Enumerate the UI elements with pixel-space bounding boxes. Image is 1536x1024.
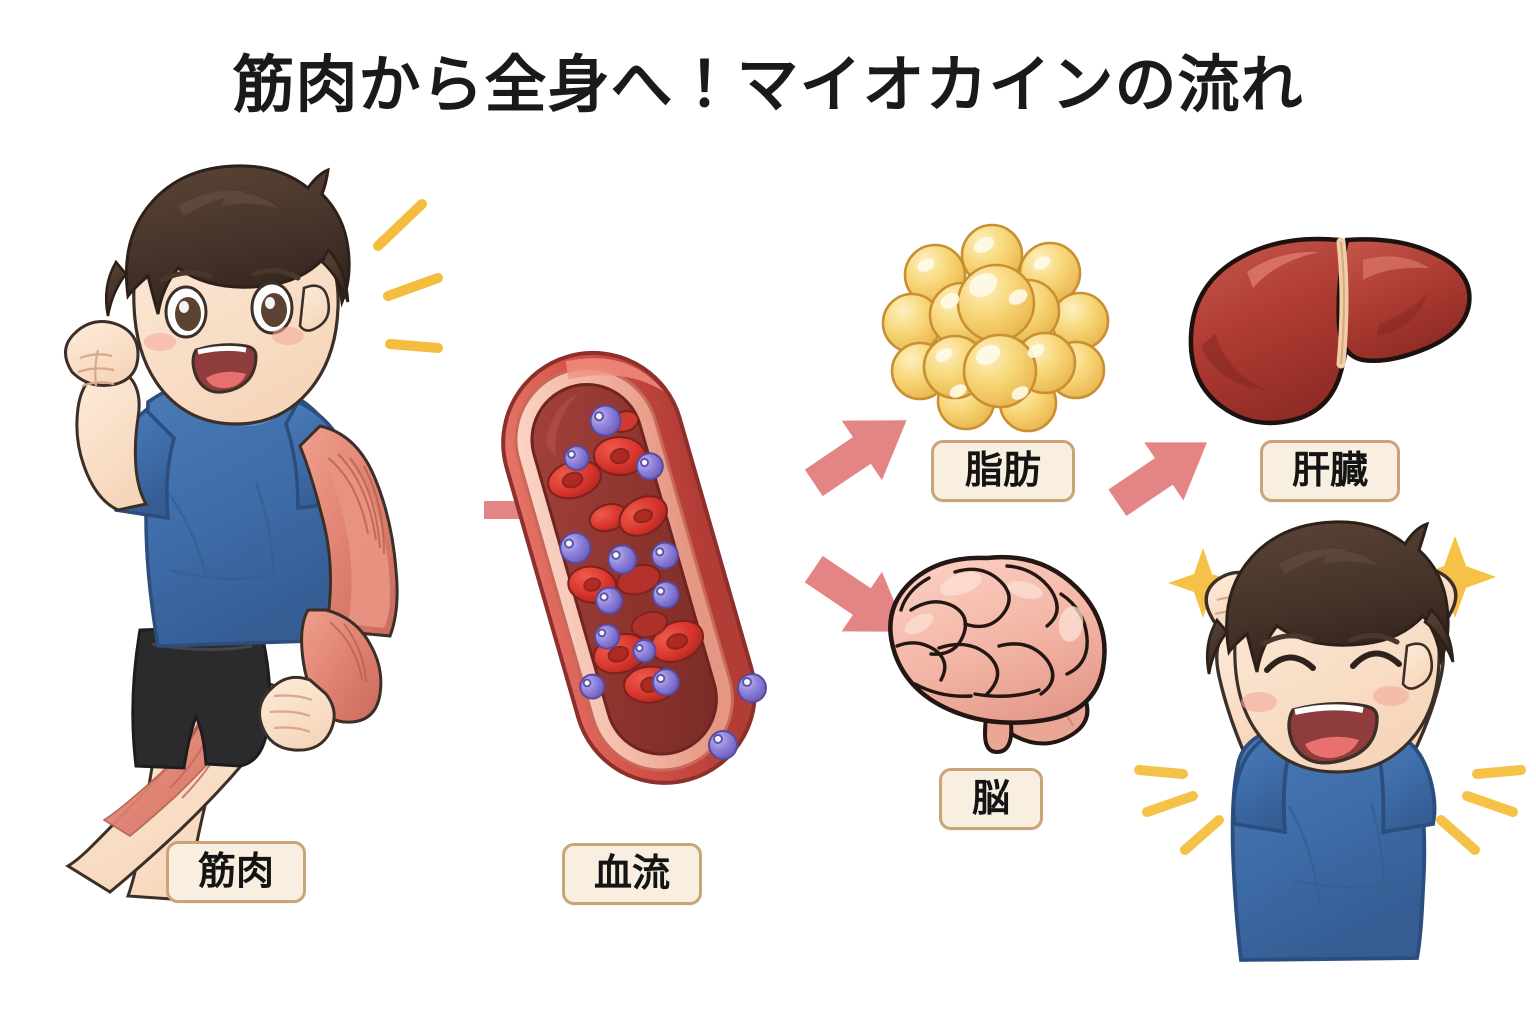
arrow-fat-to-liver <box>1104 418 1222 526</box>
illustration-fat-cells <box>880 215 1115 433</box>
illustration-running-boy <box>20 110 500 902</box>
label-brain: 脳 <box>939 768 1043 830</box>
runner-head <box>104 164 351 426</box>
label-fat-text: 脂肪 <box>964 450 1041 492</box>
sparkle-icon-left <box>1168 548 1238 618</box>
arrow-blood-to-fat <box>800 395 922 507</box>
myokine-released <box>708 673 767 760</box>
runner-eyes <box>164 281 294 339</box>
runner-left-arm <box>64 320 149 512</box>
cheering-head <box>1205 520 1455 774</box>
label-liver: 肝臓 <box>1260 440 1400 502</box>
label-brain-text: 脳 <box>971 778 1010 820</box>
cheering-torso <box>1230 710 1437 962</box>
energy-lines-right-figure <box>1134 765 1526 855</box>
liver-right-lobe <box>1336 237 1472 364</box>
cheering-eyes-closed <box>1264 650 1402 673</box>
fat-cell-cluster <box>881 223 1110 433</box>
page-title: 筋肉から全身へ！マイオカインの流れ <box>232 51 1304 120</box>
label-muscle-text: 筋肉 <box>197 851 274 893</box>
illustration-blood-vessel <box>501 330 795 800</box>
label-blood-text: 血流 <box>593 853 670 895</box>
illustration-liver <box>1185 230 1475 430</box>
label-liver-text: 肝臓 <box>1291 450 1368 492</box>
label-muscle: 筋肉 <box>166 841 306 903</box>
arrow-blood-to-brain <box>800 545 922 657</box>
illustration-cheering-boy <box>1125 520 1535 962</box>
energy-lines-left <box>373 199 443 353</box>
label-fat: 脂肪 <box>931 440 1075 502</box>
myokine-particles <box>559 404 680 700</box>
label-blood: 血流 <box>562 843 702 905</box>
runner-right-arm-muscle <box>258 424 399 752</box>
illustration-brain <box>875 550 1115 755</box>
sparkle-icon-right <box>1414 536 1496 618</box>
